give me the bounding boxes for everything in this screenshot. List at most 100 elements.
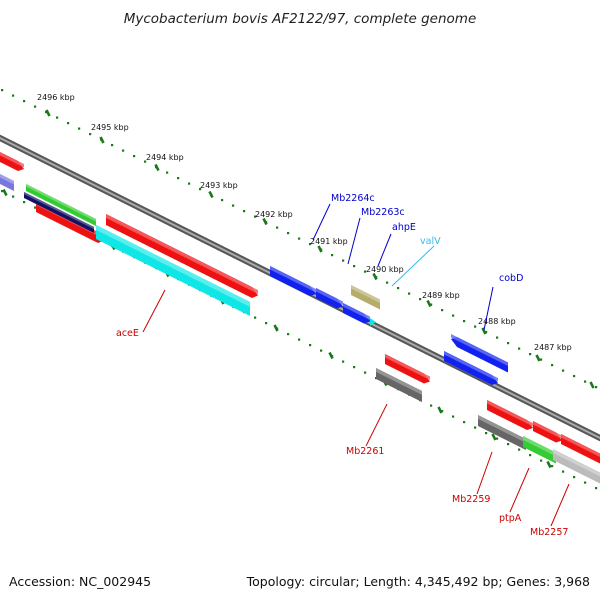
major-tick [317,245,323,253]
major-tick [208,190,214,199]
gene-label: cobD [499,273,523,284]
accession-text: Accession: NC_002945 [9,574,151,589]
gene-feature [26,184,96,226]
tick-dot [573,375,576,378]
tick-dot [56,116,59,119]
major-tick [262,217,268,226]
tick-dot [243,210,246,213]
gene-label: Mb2257 [530,527,568,538]
tick-dot [364,270,367,273]
gene-feature [478,415,526,450]
gene-label: Mb2263c [361,207,405,218]
tick-dot [595,386,598,389]
tick-dot [12,94,15,97]
tick-dot [441,309,444,312]
tick-dot [463,421,466,424]
tick-dot [133,155,136,158]
tick-label: 2493 kbp [200,181,238,190]
tick-label: 2489 kbp [422,291,460,300]
major-tick [491,433,497,441]
tick-dot [540,459,543,462]
tick-dot [364,371,367,374]
tick-dot [177,177,180,180]
tick-dot [199,188,202,191]
tick-dot [166,171,169,174]
tick-dot [353,265,356,268]
tick-dot [496,336,499,339]
tick-dot [584,481,587,484]
tick-dot [1,190,4,193]
gene-feature [553,449,600,484]
tick-dot [551,364,554,367]
major-tick [372,272,378,281]
tick-dot [430,404,433,407]
tick-label: 2495 kbp [91,123,129,132]
leader-line [377,233,392,267]
tick-dot [386,281,389,284]
tick-dot [309,243,312,246]
gene-feature [487,400,533,430]
major-tick [426,299,432,308]
gene-feature [343,303,370,324]
gene-feature [0,152,24,171]
tick-dot [474,325,477,328]
tick-dot [408,292,411,295]
tick-label: 2494 kbp [146,153,184,162]
tick-dot [254,316,257,319]
leader-line [550,483,570,527]
tick-dot [298,338,301,341]
tick-dot [452,314,455,317]
leader-line [142,289,166,333]
outer-tick-track [1,89,598,389]
leader-line [509,467,530,513]
tick-dot [507,443,510,446]
gene-label: ptpA [499,513,522,524]
tick-dot [551,465,554,468]
tick-dot [584,380,587,383]
tick-dot [441,410,444,413]
tick-dot [529,454,532,457]
tick-dot [540,358,543,361]
tick-dot [320,349,323,352]
gene-feature [533,421,562,443]
tick-label: 2492 kbp [255,210,293,219]
major-tick [45,109,51,117]
tick-dot [254,215,257,218]
tick-dot [452,415,455,418]
gene-feature [451,334,508,373]
tick-dot [562,369,565,372]
major-tick [437,406,443,414]
tick-dot [287,232,290,235]
tick-label: 2496 kbp [37,93,75,102]
tick-dot [518,347,521,350]
tick-dot [496,437,499,440]
tick-label: 2490 kbp [366,265,404,274]
tick-dot [474,426,477,429]
tick-dot [34,206,37,209]
major-tick [99,136,105,144]
tick-dot [419,298,422,301]
tick-dot [342,360,345,363]
gene-feature [106,214,258,298]
tick-dot [78,127,81,130]
leader-line [347,217,361,265]
major-tick [535,354,541,362]
gene-feature [24,192,94,233]
gene-feature [270,266,316,296]
gene-label: Mb2264c [331,193,375,204]
leader-line [312,203,331,241]
tick-dot [221,199,224,202]
tick-dot [287,333,290,336]
gene-labels: Mb2264cMb2263cahpEvalVcobDaceEMb2261Mb22… [116,193,568,538]
tick-dot [23,100,26,103]
tick-dot [111,144,114,147]
tick-dot [562,470,565,473]
tick-dot [485,331,488,334]
tick-dot [507,342,510,345]
tick-dot [298,237,301,240]
tick-dot [518,448,521,451]
tick-dot [342,259,345,262]
tick-label: 2487 kbp [534,343,572,352]
tick-dot [144,160,147,163]
